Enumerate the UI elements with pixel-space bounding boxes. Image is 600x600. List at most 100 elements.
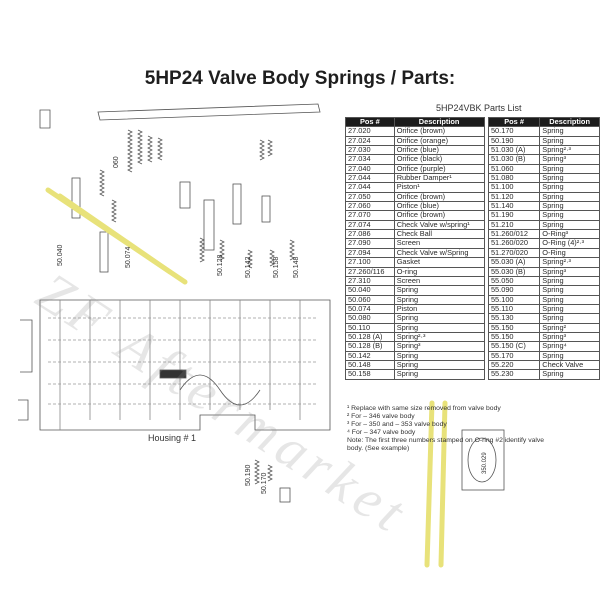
cell-description-2: Spring [539, 201, 600, 212]
cell-pos-2: 51.270/020 [487, 247, 541, 259]
housing-label: Housing # 1 [148, 433, 197, 443]
cell-pos-2: 50.170 [487, 126, 541, 137]
cell-pos: 50.040 [345, 285, 395, 296]
cell-pos-2: 51.100 [487, 182, 541, 193]
cell-description: Orifice (blue) [393, 201, 485, 212]
cell-pos-2: 51.190 [487, 210, 541, 221]
cell-description: Spring [393, 369, 485, 380]
cell-description-2: Spring [539, 285, 600, 296]
label-50-074: 50.074 [125, 246, 132, 268]
label-50-128: 50.128 [217, 254, 224, 276]
cell-gap [483, 267, 489, 277]
label-50-158: 50.158 [273, 256, 280, 278]
cell-description-2: Spring [539, 126, 600, 137]
cell-description: Orifice (brown) [393, 126, 485, 137]
cell-description-2: Spring [539, 313, 600, 324]
page-title: 5HP24 Valve Body Springs / Parts: [144, 68, 456, 89]
cell-description: Orifice (brown) [393, 210, 485, 221]
cell-gap [483, 145, 489, 155]
cell-pos: 50.128 (B) [345, 341, 395, 352]
cell-gap [483, 304, 489, 314]
label-50-190: 50.190 [245, 464, 252, 486]
cell-description: Piston¹ [393, 182, 485, 193]
cell-gap [483, 238, 489, 249]
cell-gap [483, 173, 489, 183]
cell-description: Spring³ [393, 341, 485, 352]
cell-description-2: O-Ring [539, 247, 600, 259]
cell-pos-2: 55.030 (A) [487, 257, 541, 268]
footnote-line: body. (See example) [347, 445, 410, 452]
footnote-line: ⁴ For – 347 valve body [347, 429, 416, 436]
cell-gap [483, 154, 489, 165]
cell-description: Orifice (orange) [393, 135, 485, 147]
cell-description-2: Spring [539, 191, 600, 203]
cell-pos-2: 51.210 [487, 219, 541, 231]
cell-pos-2: 51.260/020 [487, 238, 541, 249]
cell-description-2: Spring [539, 210, 600, 221]
cell-pos-2: 51.030 (B) [487, 154, 541, 165]
cell-pos-2: 55.030 (B) [487, 266, 541, 277]
cell-description: Orifice (purple) [393, 163, 485, 175]
cell-description-2: Spring [539, 369, 600, 380]
cell-description-2: O-Ring (4)²·³ [539, 238, 600, 249]
cell-gap [483, 341, 489, 352]
cell-pos-2: 55.150 [487, 322, 541, 333]
cell-description: Spring²·³ [393, 331, 485, 343]
parts-list-title: 5HP24VBK Parts List [436, 103, 522, 113]
cell-pos: 27.090 [345, 238, 395, 249]
cell-gap [483, 182, 489, 193]
parts-table-header: Pos # Description Pos # Description [345, 116, 600, 128]
cell-gap [483, 332, 489, 342]
footnote-line: ¹ Replace with same size removed from va… [347, 405, 501, 412]
cell-pos-2: 51.060 [487, 163, 541, 175]
cell-description: Check Valve w/Spring [393, 247, 485, 259]
cell-description-2: Spring²·³ [539, 145, 600, 156]
cell-gap [483, 192, 489, 202]
cell-pos: 50.060 [345, 294, 395, 305]
cell-pos: 27.074 [345, 219, 395, 231]
cell-description-2: Spring [539, 303, 600, 315]
cell-gap [483, 257, 489, 267]
footnotes: ¹ Replace with same size removed from va… [347, 405, 597, 453]
cell-description: Spring [393, 322, 485, 333]
cell-description: Orifice (brown) [393, 191, 485, 203]
cell-description-2: Spring [539, 350, 600, 361]
cell-description: Orifice (black) [393, 154, 485, 165]
cell-pos-2: 55.150 [487, 331, 541, 343]
cell-gap [483, 295, 489, 305]
header-pos: Pos # [345, 116, 395, 128]
label-060: 060 [113, 156, 120, 168]
cell-description: Check Ball [393, 229, 485, 240]
cell-description-2: Spring [539, 173, 600, 184]
label-50-170: 50.170 [261, 472, 268, 494]
header-description-2: Description [539, 116, 600, 128]
cell-description: Screen [393, 275, 485, 287]
cell-pos: 27.086 [345, 229, 395, 240]
label-50-040: 50.040 [57, 244, 64, 266]
header-gap [483, 117, 489, 127]
cell-pos: 50.142 [345, 350, 395, 361]
cell-pos: 50.148 [345, 359, 395, 371]
cell-gap [483, 369, 489, 380]
label-50-142: 50.142 [245, 256, 252, 278]
cell-pos: 27.044 [345, 173, 395, 184]
cell-description: Spring [393, 359, 485, 371]
cell-pos: 27.070 [345, 210, 395, 221]
cell-gap [483, 210, 489, 221]
cell-pos-2: 50.190 [487, 135, 541, 147]
cell-pos: 27.020 [345, 126, 395, 137]
cell-gap [483, 201, 489, 211]
